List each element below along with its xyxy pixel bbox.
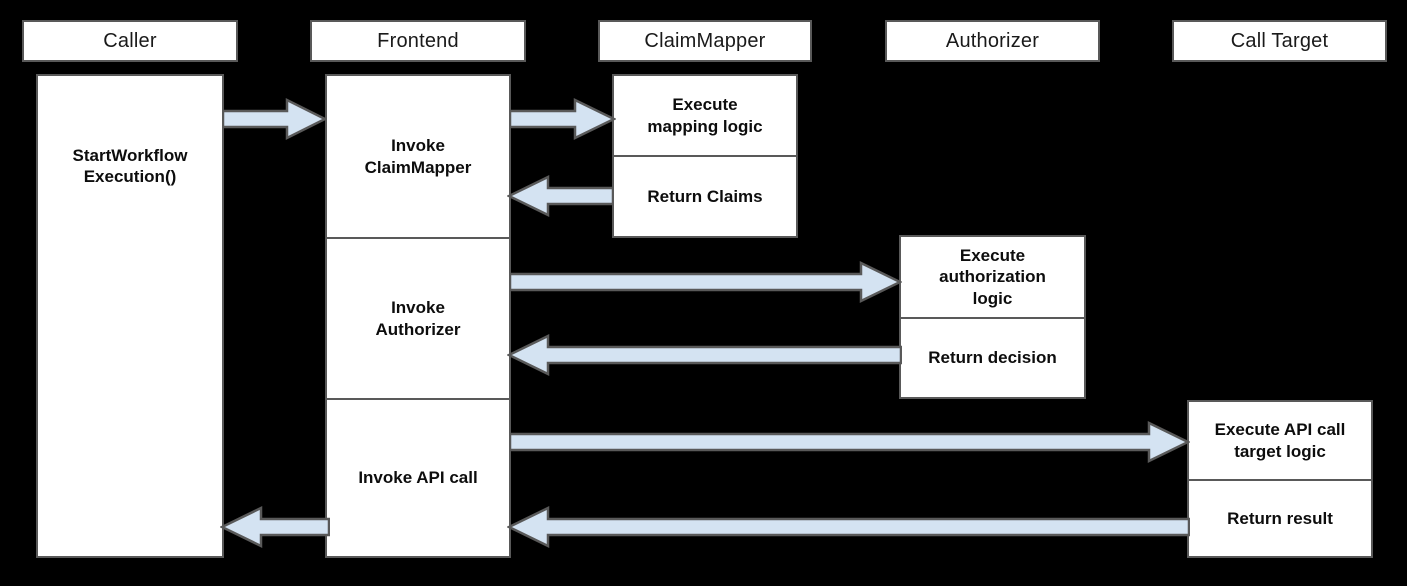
message-arrow-frontend-to-authorizer [509, 259, 902, 305]
activation-claimmapper-divider-0 [614, 155, 796, 157]
activation-calltarget-label-1: Return result [1227, 508, 1333, 528]
lane-header-claimmapper: ClaimMapper [598, 20, 812, 62]
activation-claimmapper-cell-0: Execute mapping logic [614, 76, 796, 155]
activation-frontend-label-0: Invoke ClaimMapper [364, 136, 472, 177]
activation-claimmapper-label-1: Return Claims [647, 186, 763, 206]
lane-header-authorizer-label: Authorizer [945, 29, 1040, 52]
activation-frontend-cell-2: Invoke API call [327, 400, 509, 556]
activation-caller: StartWorkflow Execution() [36, 74, 224, 558]
lane-header-frontend: Frontend [310, 20, 526, 62]
message-arrow-claimmapper-to-frontend [507, 173, 614, 219]
lane-header-frontend-label: Frontend [377, 29, 459, 52]
activation-calltarget-label-0: Execute API call target logic [1214, 420, 1346, 461]
message-arrow-authorizer-to-frontend [507, 332, 902, 378]
activation-authorizer-label-0: Execute authorization logic [939, 246, 1046, 308]
activation-frontend-label-2: Invoke API call [358, 468, 478, 488]
activation-frontend-cell-1: Invoke Authorizer [327, 239, 509, 398]
activation-frontend-divider-1 [327, 398, 509, 400]
message-arrow-caller-to-frontend [222, 96, 327, 142]
activation-calltarget-cell-1: Return result [1189, 481, 1371, 556]
activation-frontend-cell-0: Invoke ClaimMapper [327, 76, 509, 237]
message-arrow-frontend-to-claimmapper [509, 96, 616, 142]
activation-authorizer: Execute authorization logic Return decis… [899, 235, 1086, 399]
activation-calltarget: Execute API call target logic Return res… [1187, 400, 1373, 558]
activation-frontend-label-1: Invoke Authorizer [375, 298, 461, 339]
lane-header-caller-label: Caller [103, 29, 157, 52]
activation-calltarget-cell-0: Execute API call target logic [1189, 402, 1371, 479]
activation-claimmapper-label-0: Execute mapping logic [647, 95, 763, 136]
activation-caller-cell-0: StartWorkflow Execution() [38, 76, 222, 256]
activation-frontend-divider-0 [327, 237, 509, 239]
lane-header-calltarget-label: Call Target [1230, 29, 1329, 52]
lane-header-authorizer: Authorizer [885, 20, 1100, 62]
activation-calltarget-divider-0 [1189, 479, 1371, 481]
message-arrow-frontend-to-calltarget [509, 419, 1190, 465]
message-arrow-calltarget-to-frontend [507, 504, 1190, 550]
activation-authorizer-cell-1: Return decision [901, 319, 1084, 397]
activation-authorizer-divider-0 [901, 317, 1084, 319]
activation-claimmapper-cell-1: Return Claims [614, 157, 796, 236]
message-arrow-frontend-to-caller [220, 504, 330, 550]
activation-claimmapper: Execute mapping logic Return Claims [612, 74, 798, 238]
activation-authorizer-cell-0: Execute authorization logic [901, 237, 1084, 317]
activation-frontend: Invoke ClaimMapper Invoke Authorizer Inv… [325, 74, 511, 558]
activation-caller-label-0: StartWorkflow Execution() [72, 145, 188, 186]
lane-header-caller: Caller [22, 20, 238, 62]
activation-authorizer-label-1: Return decision [928, 348, 1057, 368]
lane-header-claimmapper-label: ClaimMapper [644, 29, 766, 52]
lane-header-calltarget: Call Target [1172, 20, 1387, 62]
